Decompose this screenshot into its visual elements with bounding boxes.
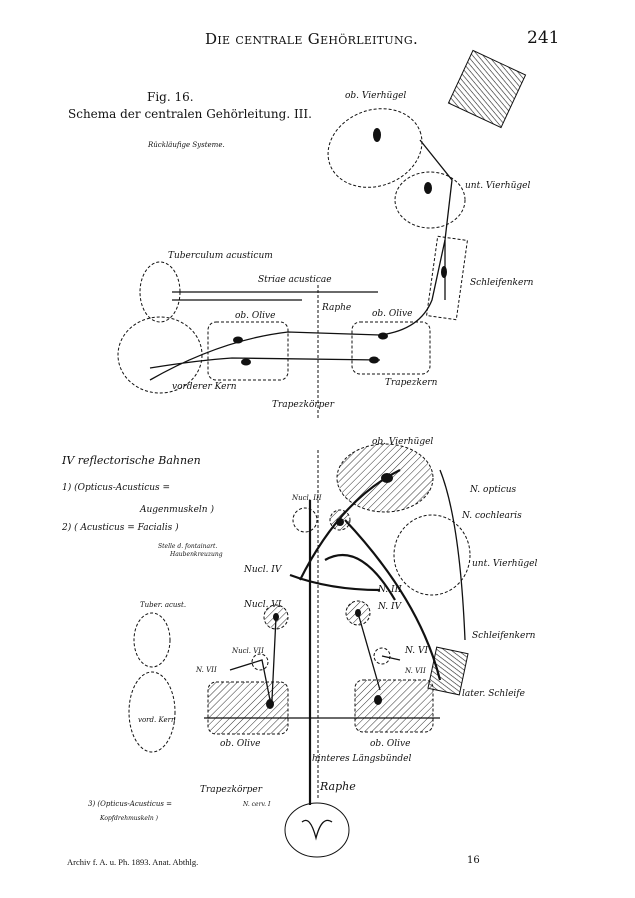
label: Striae acusticae xyxy=(258,275,332,285)
label: N. VI xyxy=(404,646,429,656)
label: Nucl. VI xyxy=(243,600,282,610)
label: N. opticus xyxy=(469,485,517,495)
label: Stelle d. fontainart. xyxy=(158,543,217,550)
figure-caption: Schema der centralen Gehörleitung. III. xyxy=(68,107,312,121)
journal-footer: Archiv f. A. u. Ph. 1893. Anat. Abthlg. xyxy=(67,857,199,867)
label: Nucl. VII xyxy=(231,647,264,655)
label: Raphe xyxy=(321,303,351,313)
label: Haubenkreuzung xyxy=(169,551,223,558)
label: Schleifenkern xyxy=(472,631,536,641)
schleifenkern-block xyxy=(427,646,469,696)
olive-right-outline xyxy=(351,321,431,375)
label: 2) ( Acusticus = Facialis ) xyxy=(61,522,179,533)
label: N. III xyxy=(377,585,402,595)
label: vord. Kern xyxy=(138,716,176,724)
label: Augenmuskeln ) xyxy=(139,504,214,515)
label: Schleifenkern xyxy=(470,278,534,288)
label: ob. Olive xyxy=(235,311,275,321)
label: ob. Olive xyxy=(220,739,260,749)
label: unt. Vierhügel xyxy=(472,559,537,569)
ob-vierhuegel-outline xyxy=(327,108,423,188)
label: hinteres Längsbündel xyxy=(312,754,411,764)
label: ob. Vierhügel xyxy=(372,437,433,447)
label: Nucl. IV xyxy=(243,565,283,575)
label: Trapezkörper xyxy=(200,785,263,795)
unt-vierhuegel xyxy=(393,514,471,596)
spinal-cord-section xyxy=(284,802,350,858)
figure-subcaption: Rückläufige Systeme. xyxy=(148,141,225,149)
striped-block xyxy=(447,49,527,129)
signature-mark: 16 xyxy=(467,855,480,866)
label: N. IV xyxy=(377,602,403,612)
label: N. cochlearis xyxy=(461,511,522,521)
label: unt. Vierhügel xyxy=(465,181,530,191)
upper-schema: ob. Vierhügel unt. Vierhügel Schleifenke… xyxy=(117,49,534,420)
label: later. Schleife xyxy=(462,689,525,699)
label: ob. Olive xyxy=(372,309,412,319)
figure-number: Fig. 16. xyxy=(147,90,194,104)
label: Tuber. acust. xyxy=(140,601,186,609)
label: 1) (Opticus-Acusticus = xyxy=(62,482,170,493)
label: Tuberculum acusticum xyxy=(168,251,273,261)
page-number: 241 xyxy=(527,28,560,48)
label: Trapezkern xyxy=(385,378,438,388)
label: Raphe xyxy=(319,780,356,793)
label: N. VII xyxy=(404,667,426,675)
lower-schema: IV reflectorische Bahnen 1) (Opticus-Acu… xyxy=(61,437,537,858)
label: N. VII xyxy=(195,666,217,674)
running-head: Die centrale Gehörleitung. xyxy=(205,30,419,48)
label: Nucl. III xyxy=(291,494,322,502)
olive-left-outline xyxy=(207,321,289,381)
label: vorderer Kern xyxy=(172,382,237,392)
schleifenkern-outline xyxy=(426,235,468,321)
label: ob. Vierhügel xyxy=(345,91,406,101)
label: Kopfdrehmuskeln ) xyxy=(99,815,159,822)
label: Trapezkörper xyxy=(272,400,335,410)
label: IV reflectorische Bahnen xyxy=(61,454,201,467)
label: N. cerv. I xyxy=(242,801,271,808)
label: ob. Olive xyxy=(370,739,410,749)
label: 3) (Opticus-Acusticus = xyxy=(88,800,172,808)
unt-vierhuegel-outline xyxy=(394,171,466,229)
